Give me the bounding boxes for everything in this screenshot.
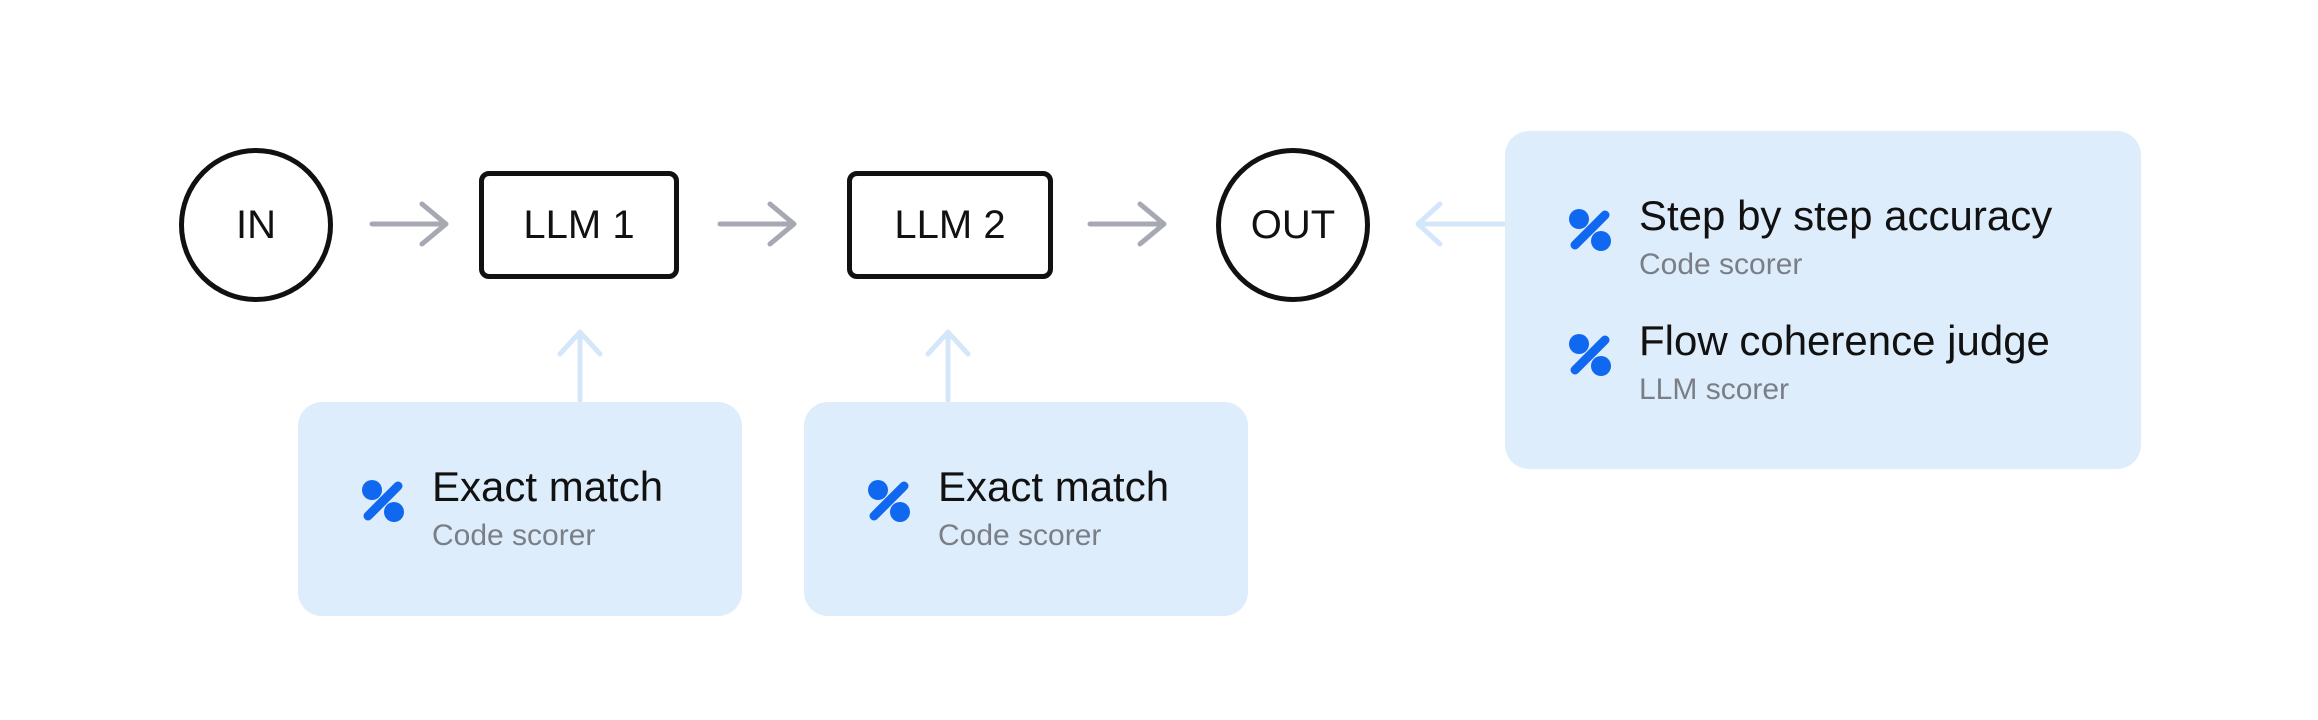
scorer-name: Step by step accuracy <box>1639 192 2053 239</box>
scorer-item: Exact match Code scorer <box>358 462 663 556</box>
llm1-scorer-card: Exact match Code scorer <box>298 402 742 616</box>
scorer-item: Step by step accuracy Code scorer <box>1565 191 2052 285</box>
llm2-node-label: LLM 2 <box>894 202 1006 247</box>
percent-icon <box>868 480 910 522</box>
input-node-label: IN <box>236 202 276 247</box>
scorer-name: Exact match <box>432 463 664 510</box>
arrow-llm1-to-llm2 <box>717 201 797 247</box>
scorer-text: Flow coherence judge LLM scorer <box>1639 316 2050 410</box>
percent-icon <box>1569 209 1611 251</box>
llm2-scorer-card: Exact match Code scorer <box>804 402 1248 616</box>
output-scorer-card: Step by step accuracy Code scorer Flow c… <box>1505 131 2141 469</box>
llm2-node: LLM 2 <box>847 171 1053 279</box>
llm1-node: LLM 1 <box>479 171 679 279</box>
output-node: OUT <box>1216 148 1370 302</box>
arrow-llm2-to-out <box>1087 201 1167 247</box>
scorer-kind: Code scorer <box>432 519 596 552</box>
scorer-text: Exact match Code scorer <box>938 462 1169 556</box>
scorer-item: Flow coherence judge LLM scorer <box>1565 316 2050 410</box>
input-node: IN <box>179 148 333 302</box>
scorer-name: Flow coherence judge <box>1639 317 2050 364</box>
scorer-name: Exact match <box>938 463 1170 510</box>
output-node-label: OUT <box>1250 202 1336 247</box>
arrow-scorer-to-out <box>1415 201 1509 247</box>
percent-icon <box>362 480 404 522</box>
scorer-kind: Code scorer <box>938 519 1102 552</box>
percent-icon <box>1569 334 1611 376</box>
arrow-in-to-llm1 <box>369 201 449 247</box>
scorer-kind: Code scorer <box>1639 248 1803 281</box>
llm1-node-label: LLM 1 <box>523 202 635 247</box>
scorer-kind: LLM scorer <box>1639 373 1790 406</box>
scorer-text: Step by step accuracy Code scorer <box>1639 191 2052 285</box>
arrow-scorer-to-llm2 <box>925 329 971 403</box>
arrow-scorer-to-llm1 <box>557 329 603 403</box>
scorer-text: Exact match Code scorer <box>432 462 663 556</box>
scorer-item: Exact match Code scorer <box>864 462 1169 556</box>
